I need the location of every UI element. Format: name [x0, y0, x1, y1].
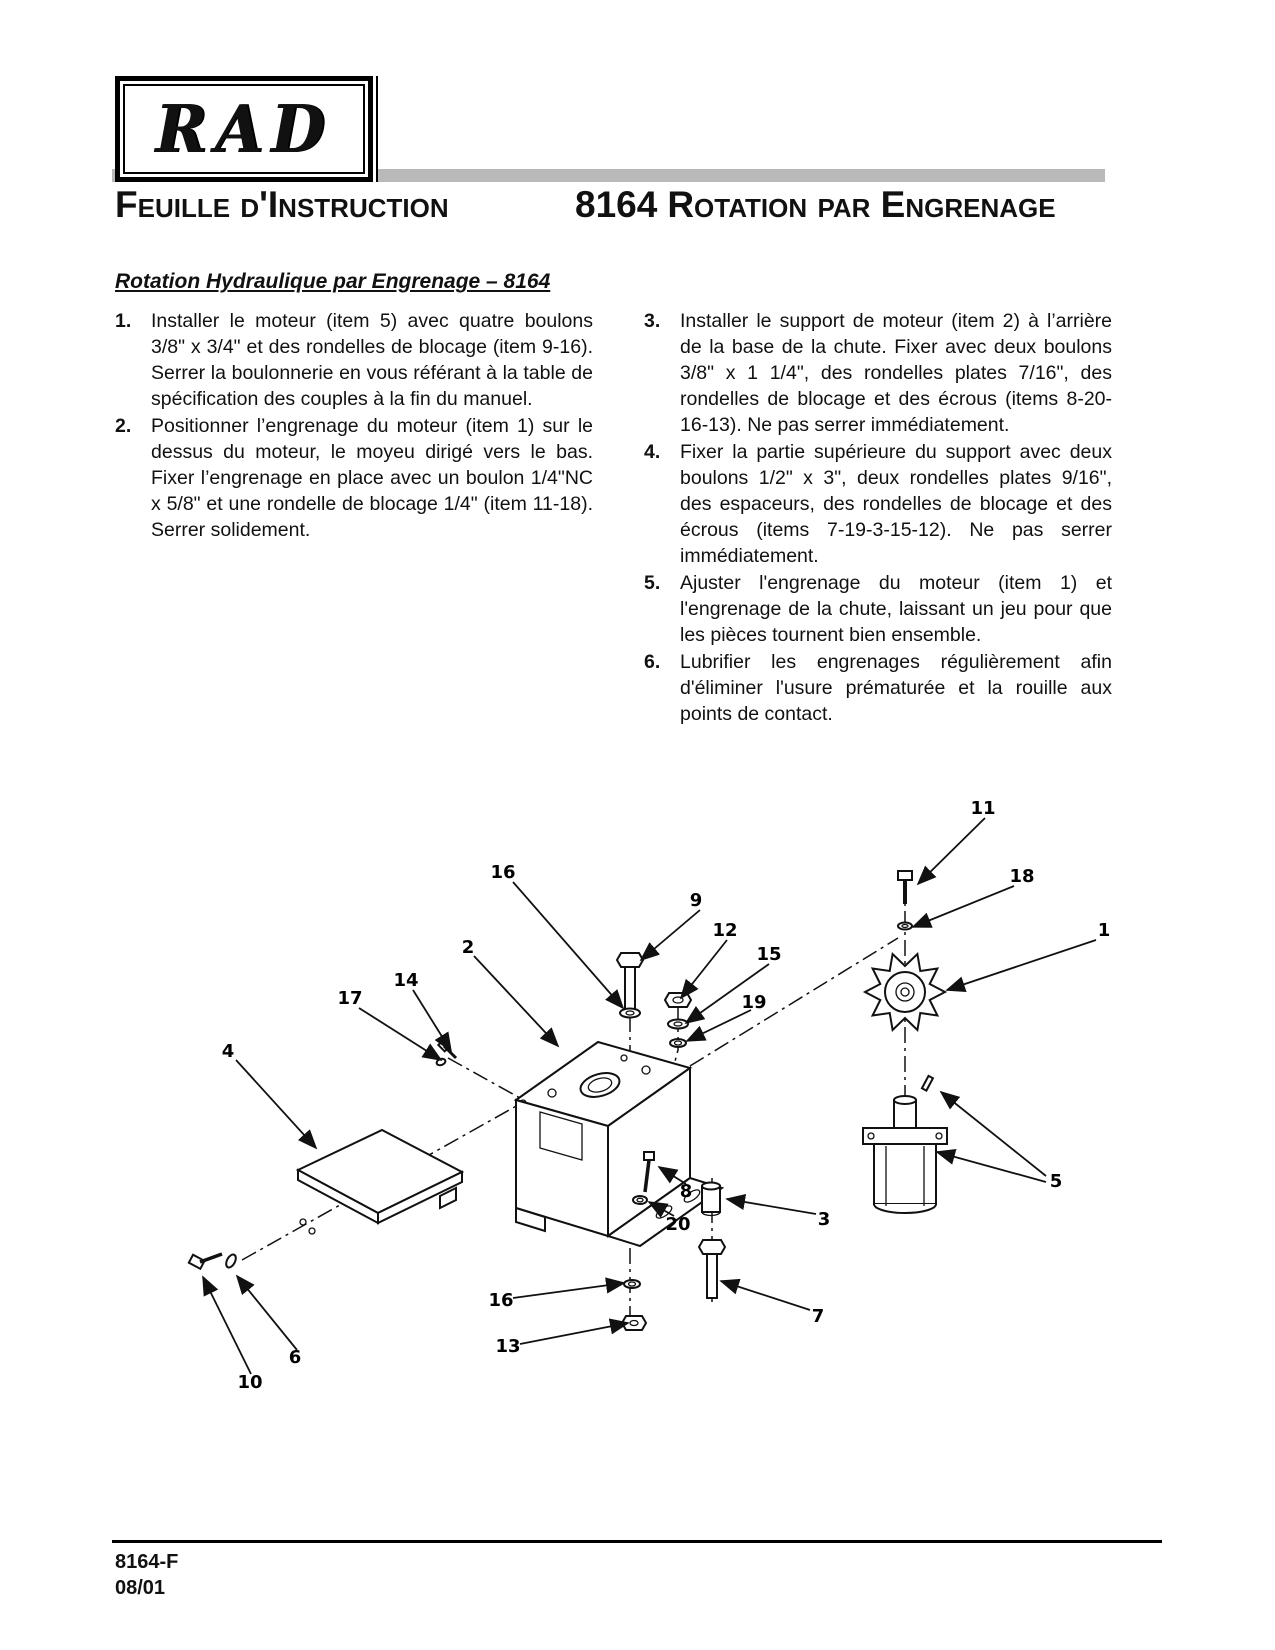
callout-16-bottom: 16: [488, 1290, 513, 1311]
instruction-item-2: 2. Positionner l’engrenage du moteur (it…: [115, 413, 593, 543]
instruction-item-5: 5. Ajuster l'engrenage du moteur (item 1…: [644, 570, 1112, 648]
lower-washer-part: [623, 1279, 641, 1289]
instruction-number: 2.: [115, 415, 132, 437]
gear-washer-part: [897, 921, 913, 931]
callout-17: 17: [337, 988, 362, 1009]
callout-2: 2: [462, 937, 475, 958]
gear-part: [862, 951, 948, 1033]
motor-support-bracket-part: [513, 1040, 725, 1248]
section-heading: Rotation Hydraulique par Engrenage – 816…: [115, 270, 551, 293]
callout-10: 10: [237, 1372, 262, 1393]
instructions-left-column: 1. Installer le moteur (item 5) avec qua…: [115, 308, 593, 544]
instruction-number: 6.: [644, 651, 661, 673]
instruction-item-6: 6. Lubrifier les engrenages régulièremen…: [644, 649, 1112, 727]
callout-14: 14: [393, 970, 418, 991]
rad-logo-text: RAD: [155, 90, 333, 168]
instructions-right-column: 3. Installer le support de moteur (item …: [644, 308, 1112, 728]
callout-20: 20: [665, 1214, 690, 1235]
nut-and-washers-part: [663, 992, 693, 1048]
instruction-text: Installer le moteur (item 5) avec quatre…: [151, 310, 593, 410]
footer-rule: [112, 1540, 1162, 1543]
callout-9: 9: [690, 890, 703, 911]
callout-3: 3: [818, 1209, 831, 1230]
callout-leaders: [202, 817, 1097, 1375]
doc-title-left: Feuille d'Instruction: [115, 184, 449, 225]
exploded-parts-diagram: 11 18 1 16 9 12 15 19 2 14 17 4 8 3 20 5…: [187, 798, 1111, 1393]
doc-number: 8164: [575, 184, 658, 225]
callout-13: 13: [495, 1336, 520, 1357]
callout-12: 12: [712, 920, 737, 941]
callout-5: 5: [1050, 1171, 1063, 1192]
callout-labels: 11 18 1 16 9 12 15 19 2 14 17 4 8 3 20 5…: [222, 798, 1111, 1393]
lower-bolt-part: [632, 1151, 655, 1205]
spacer-part: [701, 1181, 721, 1217]
instruction-number: 5.: [644, 572, 661, 594]
callout-18: 18: [1009, 866, 1034, 887]
bracket-bolt-part: [615, 952, 645, 1019]
hydraulic-motor-part: [862, 1074, 948, 1214]
instruction-text: Installer le support de moteur (item 2) …: [680, 310, 1112, 436]
callout-4: 4: [222, 1041, 235, 1062]
callout-8: 8: [680, 1181, 693, 1202]
instruction-text: Lubrifier les engrenages régulièrement a…: [680, 651, 1112, 725]
cover-plate-part: [295, 1128, 465, 1235]
instruction-number: 4.: [644, 441, 661, 463]
instruction-item-3: 3. Installer le support de moteur (item …: [644, 308, 1112, 438]
callout-6: 6: [289, 1347, 302, 1368]
instruction-text: Fixer la partie supérieure du support av…: [680, 441, 1112, 567]
instruction-text: Ajuster l'engrenage du moteur (item 1) e…: [680, 572, 1112, 646]
callout-11: 11: [970, 798, 995, 819]
gear-bolt-part: [897, 870, 913, 904]
footer-date: 08/01: [115, 1577, 166, 1599]
callout-1: 1: [1098, 920, 1111, 941]
callout-16-top: 16: [490, 862, 515, 883]
callout-15: 15: [756, 944, 781, 965]
plate-bolt-part: [187, 1252, 237, 1271]
instruction-text: Positionner l’engrenage du moteur (item …: [151, 415, 593, 541]
rad-logo: RAD: [115, 76, 373, 182]
footer-doc-code: 8164-F: [115, 1551, 179, 1573]
doc-title-right-text: Rotation par Engrenage: [667, 184, 1056, 225]
rad-logo-frame: RAD: [123, 84, 365, 174]
long-bolt-part: [697, 1239, 727, 1299]
callout-19: 19: [741, 992, 766, 1013]
instruction-number: 1.: [115, 310, 132, 332]
instruction-item-4: 4. Fixer la partie supérieure du support…: [644, 439, 1112, 569]
instruction-item-1: 1. Installer le moteur (item 5) avec qua…: [115, 308, 593, 412]
callout-7: 7: [812, 1306, 825, 1327]
instruction-number: 3.: [644, 310, 661, 332]
